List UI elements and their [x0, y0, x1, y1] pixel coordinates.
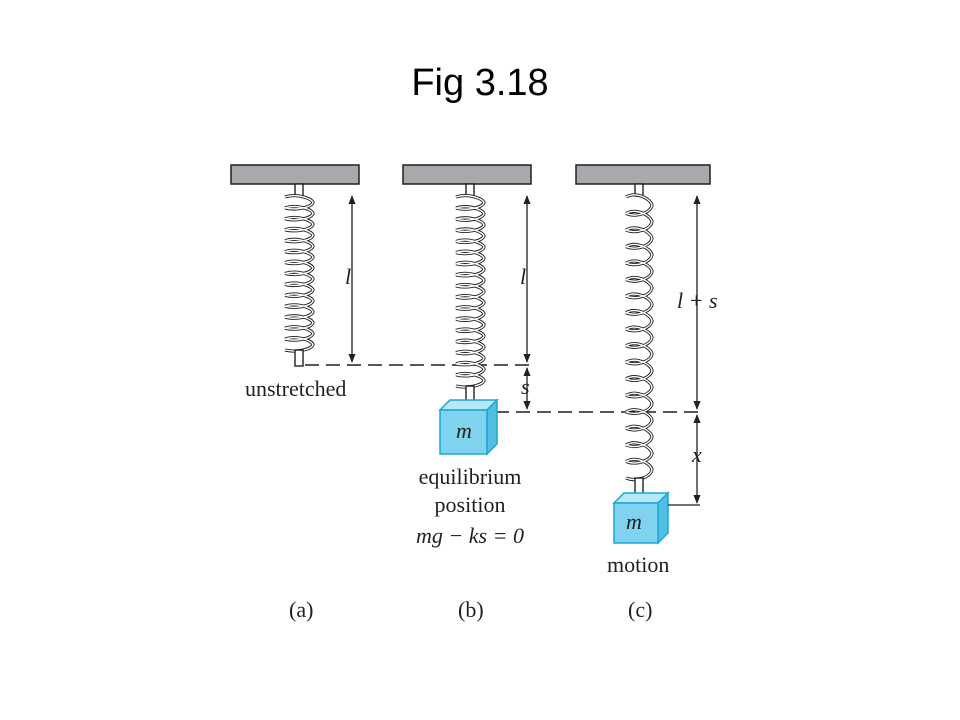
spring-coil-c [625, 193, 654, 482]
equilibrium-label-line1: equilibrium [419, 464, 522, 489]
ceiling-a [230, 164, 360, 185]
mass-label-c: m [626, 509, 642, 534]
caption-c: (c) [628, 597, 652, 622]
stretch-label-s: s [521, 374, 530, 399]
spring-winding [625, 194, 653, 481]
equilibrium-label-line2: position [435, 492, 506, 517]
mass-block-c [612, 491, 670, 545]
mass-label-b: m [456, 418, 472, 443]
caption-b: (b) [458, 597, 484, 622]
panel-a: l unstretched (a) [230, 164, 360, 622]
length-label-b: l [520, 264, 526, 289]
panel-c: m l + s x motion (c) [575, 164, 718, 622]
figure-title: Fig 3.18 [411, 62, 549, 104]
equilibrium-equation: mg − ks = 0 [416, 523, 524, 548]
unstretched-label: unstretched [245, 376, 346, 401]
spring-winding [625, 193, 654, 482]
spring-winding [455, 194, 486, 389]
caption-a: (a) [289, 597, 313, 622]
ceiling-b [402, 164, 532, 185]
mass-block-b [438, 398, 499, 456]
displacement-label-x: x [691, 442, 702, 467]
spring-rod-bottom-c [634, 477, 644, 495]
panel-b: m l s equilibrium position mg − ks = 0 (… [402, 164, 532, 622]
ceiling-c [575, 164, 711, 185]
length-label-c: l + s [677, 288, 718, 313]
spring-rod-bottom-a [294, 349, 304, 367]
spring-coil-b [455, 194, 486, 389]
length-label-a: l [345, 264, 351, 289]
spring-coil-a [284, 194, 315, 353]
spring-winding [455, 194, 485, 388]
spring-winding [284, 194, 314, 352]
motion-label: motion [607, 552, 669, 577]
